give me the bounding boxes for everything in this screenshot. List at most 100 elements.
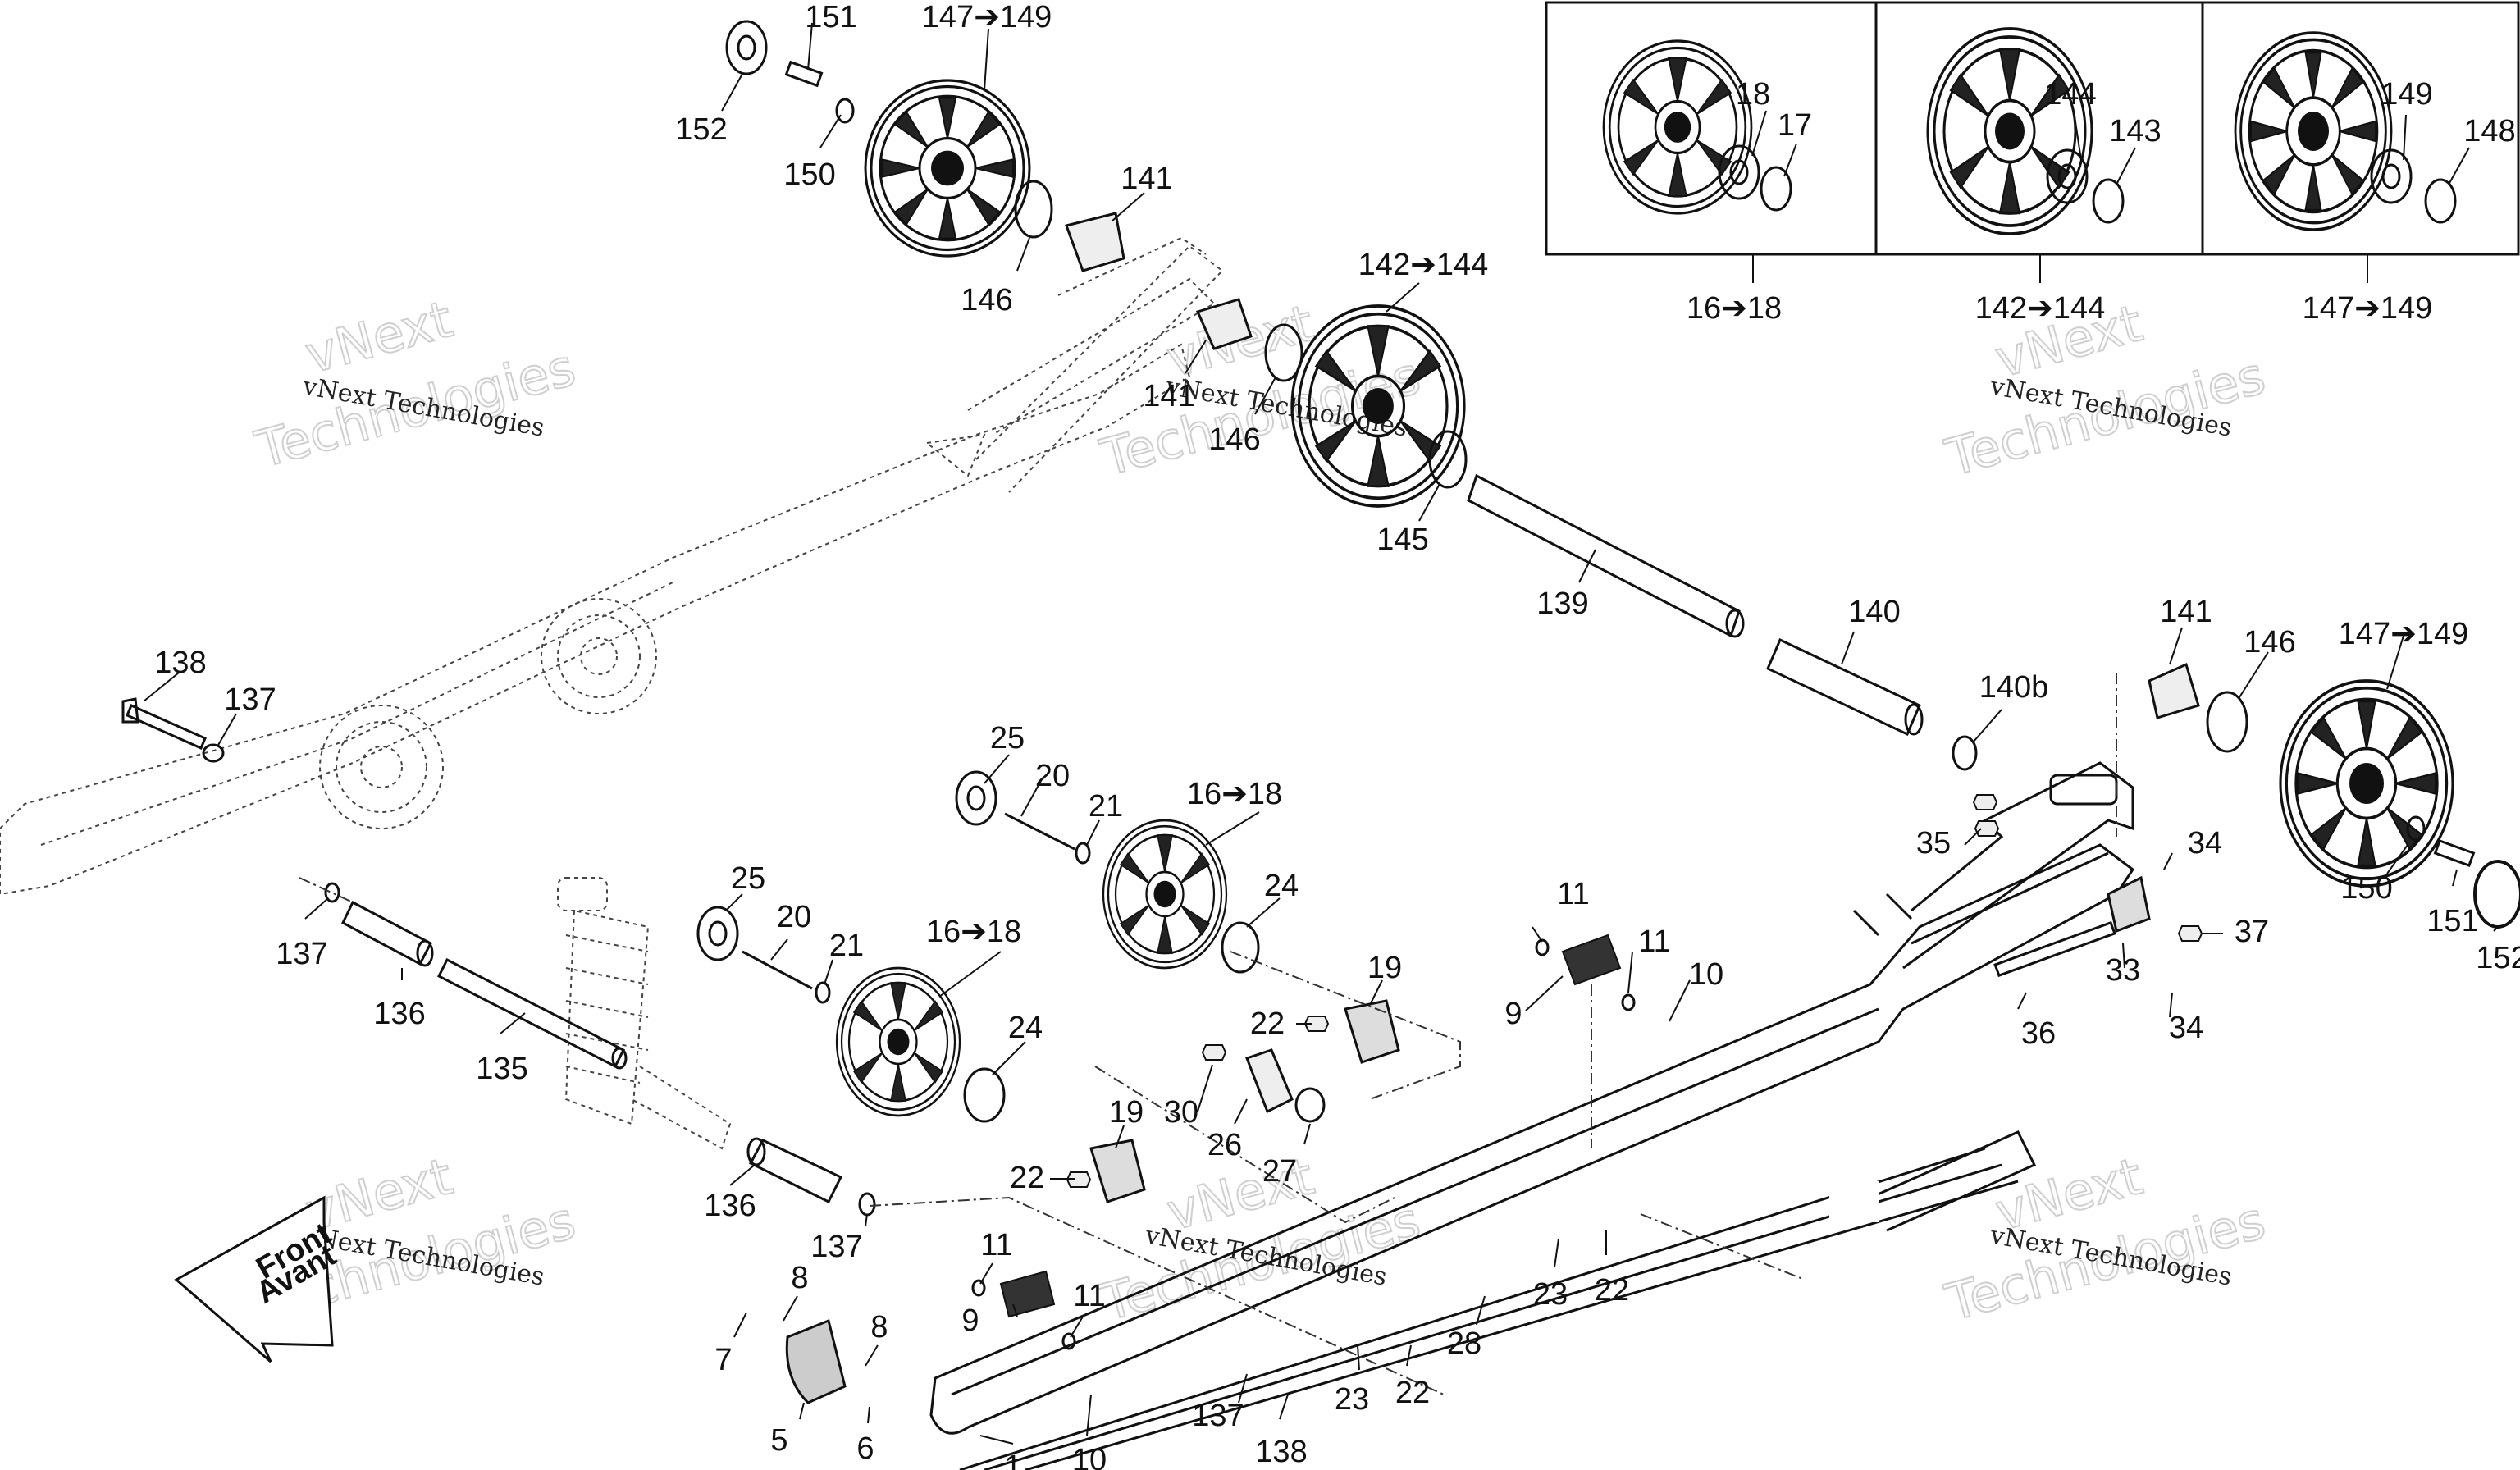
label-7: 7 [714,1343,732,1377]
inset-label-148: 148 [2463,114,2515,148]
label-20-upper: 20 [1035,759,1070,793]
label-141-center: 141 [1143,379,1194,413]
watermark-bottom-right: Technologies vNext vNext Technologies [1938,1145,2272,1334]
label-146: 146 [961,283,1012,317]
bushing-27 [1294,1087,1326,1123]
nut-30 [1202,1044,1226,1061]
label-11-c: 11 [980,1228,1012,1262]
label-1: 1 [1004,1449,1021,1470]
label-11-b: 11 [1638,924,1670,959]
label-147-149-right: 147➔149 [2339,617,2469,651]
label-28: 28 [1447,1326,1481,1361]
left-rail-ghost [0,277,1216,896]
inset-caption-142-144: 142➔144 [1975,291,2106,326]
label-19-lower: 19 [1109,1095,1144,1130]
spacer-146-right [2206,691,2248,753]
label-136-right: 136 [704,1189,756,1223]
inset-caption-16-18: 16➔18 [1687,291,1782,326]
wheel-detail-inset: 18 17 16➔18 144 143 142➔144 149 148 147➔… [1545,1,2520,326]
assembly-lines [299,673,2117,1395]
washer-145 [1428,430,1468,489]
label-138-left: 138 [154,646,206,680]
inset-label-18: 18 [1736,77,1770,112]
inset-label-143: 143 [2109,114,2161,148]
tube-140 [1766,637,1924,737]
cap-152-right [2473,860,2520,929]
inset-wheel-147-149 [2234,31,2393,231]
axle-135 [436,957,628,1070]
inset-label-144: 144 [2044,77,2096,112]
washer-11-c [971,1279,986,1297]
watermark-top-left: Technologies vNext vNext Technologies [249,288,582,481]
spacer-146-center [1264,323,1303,382]
wheel-147-149-top [864,79,1031,258]
label-34-lower: 34 [2169,1011,2203,1045]
stopper-9-right [1561,934,1622,986]
label-152: 152 [675,112,727,147]
label-136-left: 136 [373,997,425,1031]
axle-139 [1467,473,1745,638]
label-22-bottom: 22 [1395,1376,1430,1410]
label-36: 36 [2021,1016,2056,1051]
spacer-24-upper [1221,921,1260,974]
label-30: 30 [1164,1095,1198,1130]
label-5: 5 [770,1423,788,1458]
label-10-left: 10 [1072,1443,1107,1470]
label-6: 6 [856,1431,874,1466]
bolt-138-left [121,697,207,750]
wheel-16-18-upper [1102,819,1228,970]
washer-137-right [858,1192,876,1217]
wheel-147-149-right [2279,679,2454,888]
cap-141-right [2148,662,2200,719]
label-141: 141 [1121,162,1172,196]
label-138-bottom: 138 [1255,1435,1307,1469]
label-24-upper: 24 [1264,869,1299,903]
cap-141-center [1195,298,1253,350]
bolt-20-lower [742,950,813,990]
washer-25-upper [955,770,998,826]
right-rail [929,843,2135,1435]
label-22-right: 22 [1595,1273,1629,1308]
washer-25-lower [696,906,739,961]
bracket-19-upper [1344,999,1400,1064]
nut-37 [2178,925,2203,942]
label-37: 37 [2235,915,2269,949]
label-140: 140 [1848,595,1900,629]
washer-21-upper [1075,842,1091,865]
label-8-lower: 8 [870,1310,888,1344]
part-labels: 151 147➔149 152 150 141 146 142➔144 141 … [154,0,2520,1470]
inset-label-149: 149 [2381,77,2432,112]
label-141-right: 141 [2160,595,2212,629]
stopper-9-left [999,1270,1056,1318]
nut-35a [1973,794,1997,810]
block-26 [1245,1048,1294,1114]
label-11-d: 11 [1073,1279,1105,1313]
label-137-bottom: 137 [1192,1399,1244,1433]
label-19-upper: 19 [1367,951,1402,985]
bolt-20-upper [1004,812,1075,851]
label-35: 35 [1916,826,1951,861]
label-16-18-upper: 16➔18 [1187,777,1282,811]
washer-11-b [1621,993,1636,1011]
label-137-right: 137 [810,1230,862,1264]
shock-absorber-ghost [557,877,732,1150]
inset-label-17: 17 [1778,108,1812,143]
cover-5 [785,1318,847,1404]
label-146-right: 146 [2244,625,2295,660]
label-21-upper: 21 [1089,789,1123,824]
label-22-upper: 22 [1250,1007,1285,1041]
spacer-24-lower [963,1067,1006,1123]
label-145: 145 [1376,523,1428,557]
bolt-151-top [784,60,824,88]
inset-caption-147-149: 147➔149 [2303,291,2433,326]
label-142-144: 142➔144 [1358,248,1489,282]
label-137-left: 137 [224,682,276,717]
bracket-33 [1993,875,2151,978]
washer-11-d [1061,1332,1076,1350]
label-24-lower: 24 [1008,1011,1043,1045]
label-22-lower: 22 [1010,1161,1044,1195]
label-20-lower: 20 [777,900,811,934]
label-25-upper: 25 [990,721,1025,756]
washer-137-left [324,882,340,903]
